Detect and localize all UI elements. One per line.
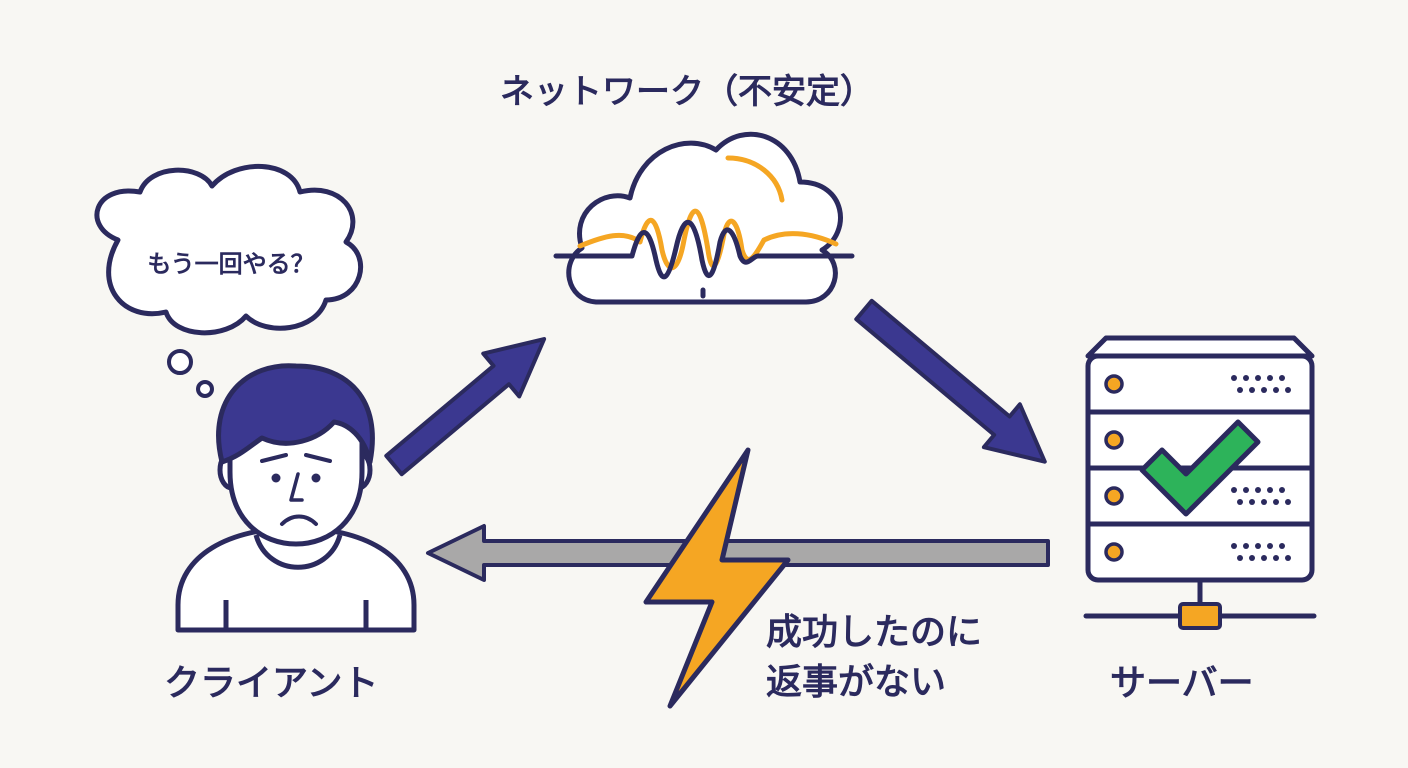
worried-person-icon xyxy=(175,363,417,633)
failure-note-line-2: 返事がない xyxy=(766,662,947,703)
thought-text: もう一回やる？ xyxy=(147,250,315,278)
forward-arrow xyxy=(854,298,1047,464)
failure-note: 成功したのに 返事がない xyxy=(766,608,982,708)
network-label: ネットワーク（不安定） xyxy=(500,72,874,112)
lost-response-arrow xyxy=(426,524,1050,582)
lightning-bolt-icon xyxy=(643,447,791,709)
thought-bubble-icon xyxy=(94,164,364,398)
checkmark-icon xyxy=(1139,419,1261,517)
client-label: クライアント xyxy=(164,663,379,704)
request-arrow xyxy=(384,337,547,477)
unstable-cloud-icon xyxy=(553,131,855,305)
failure-note-line-1: 成功したのに xyxy=(766,612,983,653)
hair xyxy=(216,363,375,465)
server-label: サーバー xyxy=(1110,663,1254,704)
